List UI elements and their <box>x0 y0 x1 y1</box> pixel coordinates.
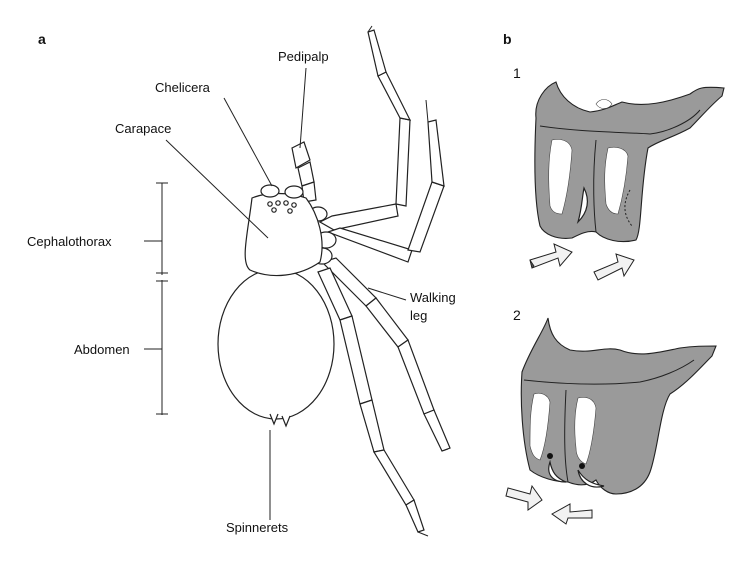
walking-leg <box>320 257 451 452</box>
leader-carapace <box>165 139 269 239</box>
bracket-abdomen <box>144 280 168 415</box>
step-label-1: 1 <box>513 65 521 81</box>
leader-chelicera <box>223 97 273 187</box>
label-spinnerets: Spinnerets <box>226 520 289 535</box>
chelicera-shape-left <box>260 184 280 198</box>
spinneret-shapes <box>269 413 291 428</box>
label-leg: leg <box>410 308 427 323</box>
panel-label-a: a <box>38 31 46 47</box>
leg-second <box>326 99 445 263</box>
step-label-2: 2 <box>513 307 521 323</box>
label-pedipalp: Pedipalp <box>278 49 329 64</box>
leg-upper <box>318 25 412 231</box>
leader-pedipalp <box>299 67 307 149</box>
label-abdomen: Abdomen <box>74 342 130 357</box>
chelicerae-step-1 <box>529 81 725 281</box>
leader-walking-leg <box>367 287 407 301</box>
label-chelicera: Chelicera <box>155 80 211 95</box>
abdomen-shape <box>217 268 335 420</box>
eyes <box>267 200 297 214</box>
label-cephalothorax: Cephalothorax <box>27 234 112 249</box>
label-walking: Walking <box>410 290 456 305</box>
carapace-shape <box>244 192 323 277</box>
panel-label-b: b <box>503 31 512 47</box>
chelicera-shape-right <box>284 185 304 199</box>
spider-drawing <box>217 25 451 537</box>
label-carapace: Carapace <box>115 121 171 136</box>
bracket-cephalothorax <box>144 182 168 275</box>
chelicerae-step-2 <box>505 317 717 525</box>
leg-lower <box>317 267 429 537</box>
